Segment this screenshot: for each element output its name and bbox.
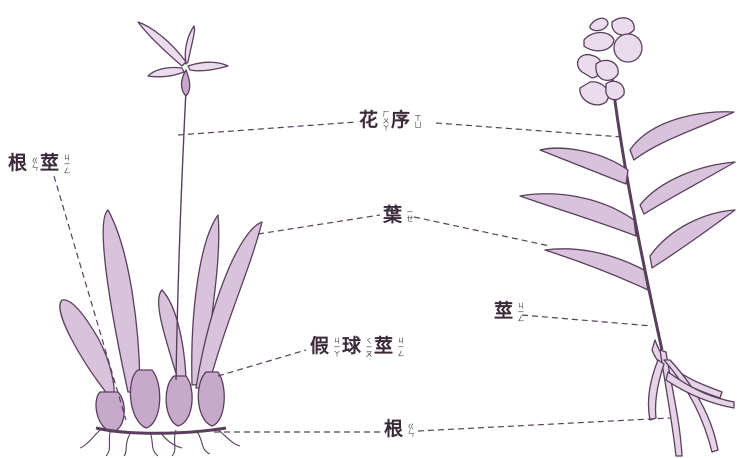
label-pseudobulb-zhuyin-3: ㄐㄧㄥ (397, 337, 406, 357)
label-stem: 莖 ㄐㄧㄥ (494, 302, 526, 322)
label-root: 根 ㄍㄣ (384, 420, 416, 439)
label-stem-char-1: 莖 (494, 300, 514, 323)
pseudobulb-4 (197, 371, 225, 427)
label-pseudobulb-zhuyin-1: ㄐㄧㄚ (333, 337, 342, 357)
left-orchid-illustration (59, 21, 263, 457)
leader-inflorescence-left (177, 121, 357, 136)
right-leaf-2 (539, 147, 629, 185)
left-leaf-1 (59, 299, 115, 401)
leader-stem (521, 314, 653, 327)
label-inflorescence-zhuyin-1: ㄏㄨㄚ (382, 110, 391, 131)
label-rhizome: 根 ㄍㄣ 莖 ㄐㄧㄥ (8, 154, 72, 174)
right-roots (647, 339, 735, 457)
label-inflorescence-char-1: 花 (359, 109, 379, 131)
right-leaf-3 (639, 161, 736, 215)
leader-inflorescence-right (435, 122, 623, 138)
leader-leaf-left (257, 214, 381, 235)
label-root-zhuyin-1: ㄍㄣ (407, 422, 416, 437)
label-pseudobulb-zhuyin-2: ㄑㄧㄡ (365, 337, 374, 357)
leader-pseudobulb (217, 349, 307, 377)
label-rhizome-zhuyin-2: ㄐㄧㄥ (63, 154, 72, 174)
leader-root-right (417, 417, 671, 432)
left-leaf-3 (158, 289, 187, 381)
label-pseudobulb-char-1: 假 (310, 335, 330, 358)
rhizome (95, 426, 227, 435)
left-flower-stalk (175, 89, 187, 381)
right-leaf-4 (519, 193, 637, 237)
label-inflorescence-char-2: 序 (391, 109, 411, 131)
label-pseudobulb-char-2: 球 (342, 335, 362, 358)
pseudobulb-2 (129, 369, 161, 429)
label-pseudobulb: 假 ㄐㄧㄚ 球 ㄑㄧㄡ 莖 ㄐㄧㄥ (310, 337, 406, 357)
label-inflorescence: 花 ㄏㄨㄚ 序 ㄒㄩ (359, 110, 423, 131)
right-leaf-1 (629, 111, 735, 161)
pseudobulb-3 (165, 375, 193, 427)
label-inflorescence-zhuyin-2: ㄒㄩ (414, 113, 423, 128)
right-leaf-6 (544, 248, 649, 291)
label-leaf-zhuyin-1: ㄧㄝ (406, 209, 415, 222)
label-rhizome-zhuyin-1: ㄍㄣ (31, 156, 40, 171)
label-leaf-char-1: 葉 (383, 204, 403, 226)
label-leaf: 葉 ㄧㄝ (383, 206, 415, 225)
label-stem-zhuyin-1: ㄐㄧㄥ (517, 302, 526, 322)
leader-rhizome (53, 175, 127, 421)
right-orchid-illustration (519, 17, 736, 457)
right-leaf-5 (649, 209, 736, 269)
left-flower (137, 21, 229, 97)
label-pseudobulb-char-3: 莖 (374, 335, 394, 358)
right-main-stem (610, 77, 664, 351)
label-rhizome-char-2: 莖 (40, 152, 60, 175)
right-flowers (577, 17, 643, 106)
leader-leaf-right (413, 216, 551, 247)
label-root-char-1: 根 (384, 418, 404, 440)
label-rhizome-char-1: 根 (8, 152, 28, 175)
leader-lines (53, 121, 671, 433)
left-roots (79, 427, 241, 457)
